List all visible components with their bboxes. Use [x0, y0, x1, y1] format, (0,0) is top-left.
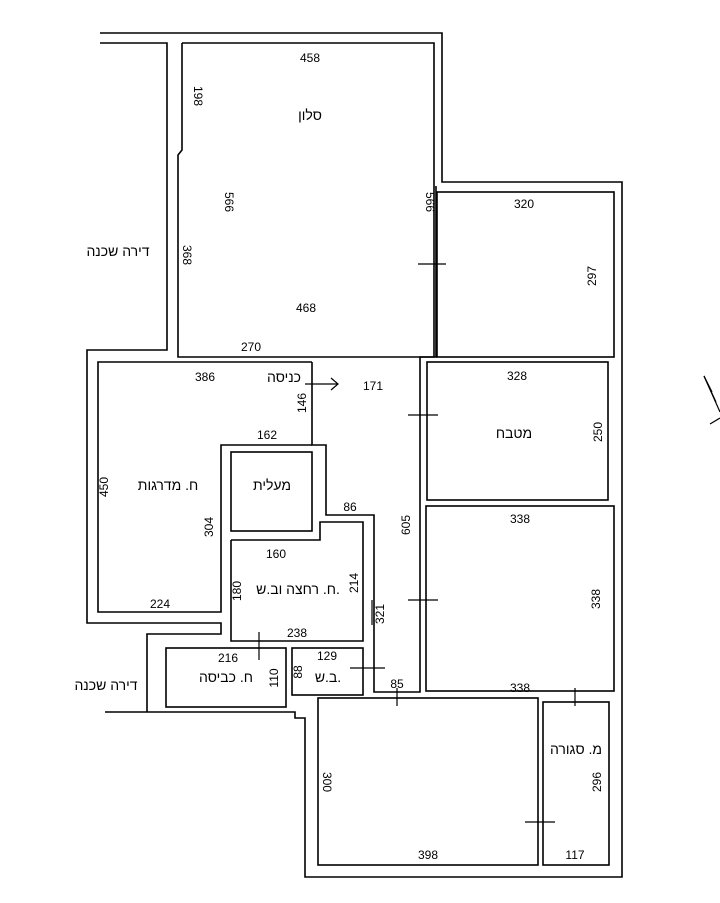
dimension-label: 129: [317, 649, 337, 663]
dimension-label: 304: [202, 517, 216, 537]
dimension-label: 297: [585, 266, 599, 286]
dimension-label: 146: [295, 393, 309, 413]
salon-walls: [177, 42, 437, 358]
outer-wall-inner: [86, 42, 222, 712]
stair-room-label: ח. מדרגות: [138, 477, 198, 493]
dimension-label: 216: [218, 651, 238, 665]
dimension-label: 117: [565, 848, 584, 862]
room-southwest: [317, 697, 539, 866]
dimension-label: 85: [390, 677, 404, 691]
dimension-label: 250: [591, 422, 605, 442]
dimension-label: 214: [347, 573, 361, 593]
bedroom-room: [425, 505, 615, 692]
laundry-label: ח. כביסה: [199, 669, 253, 685]
dimension-label: 566: [423, 192, 437, 212]
toilet-room: [291, 647, 364, 696]
kitchen-label: מטבח: [496, 425, 532, 441]
dimension-label: 328: [507, 369, 527, 383]
dimension-label: 605: [399, 515, 413, 535]
dimension-label: 321: [373, 604, 387, 624]
vertical-dimension-labels: 198 566 566 368 297 250 146 450 304 605 …: [97, 86, 605, 792]
dimension-label: 300: [320, 772, 334, 792]
dimension-label: 398: [418, 848, 438, 862]
elevator-label: מעלית: [253, 477, 291, 493]
dimension-label: 110: [267, 668, 281, 687]
entrance-arrow: [305, 377, 339, 391]
dimension-label: 320: [514, 197, 534, 211]
dimension-label: 450: [97, 477, 111, 497]
outer-wall-outer: [100, 32, 623, 878]
dimension-label: 171: [363, 379, 383, 393]
dimension-label: 338: [510, 681, 530, 695]
dimension-label: 198: [191, 86, 205, 106]
dimension-label: 162: [257, 428, 277, 442]
entrance-label: כניסה: [267, 369, 301, 385]
dimension-label: 180: [230, 581, 244, 601]
neighbor-apartment-bottom-label: דירה שכנה: [74, 677, 137, 693]
dimension-label: 368: [180, 245, 194, 265]
neighbor-apartment-top-label: דירה שכנה: [86, 243, 149, 259]
dimension-label: 86: [343, 500, 357, 514]
dimension-labels: 458 468 270 320 328 386 171 162 224 86 1…: [150, 51, 585, 862]
dimension-label: 338: [510, 512, 530, 526]
salon-outline: [177, 42, 435, 358]
dimension-label: 458: [300, 51, 320, 65]
corridor-right-wall: [311, 356, 437, 693]
dimension-label: 160: [266, 547, 286, 561]
dimension-label: 88: [291, 665, 305, 679]
dimension-label: 238: [287, 626, 307, 640]
closed-balcony-room: [542, 701, 610, 866]
outer-walls: [86, 32, 623, 878]
north-arrow-icon: [703, 375, 720, 425]
bathroom-label: ח. רחצה וב.ש.: [256, 581, 340, 597]
dimension-label: 468: [296, 301, 316, 315]
room-northeast: [436, 191, 615, 358]
closed-balcony-label: מ. סגורה: [550, 741, 602, 757]
laundry-room: [165, 647, 287, 708]
elevator-shaft: [230, 451, 313, 532]
salon-label: סלון: [298, 107, 322, 123]
bathroom-outline: [230, 521, 364, 642]
dimension-label: 270: [241, 340, 261, 354]
toilet-label: ב.ש.: [315, 669, 341, 685]
dimension-label: 386: [195, 370, 215, 384]
room-labels: סלון מטבח ח. מדרגות מעלית ח. רחצה וב.ש. …: [74, 107, 602, 757]
dimension-label: 224: [150, 597, 170, 611]
kitchen-room: [426, 361, 609, 501]
stair-room-outline: [97, 361, 312, 613]
dimension-label: 338: [589, 589, 603, 609]
door-markers: [258, 263, 576, 823]
dimension-label: 296: [590, 772, 604, 792]
dimension-label: 566: [222, 192, 236, 212]
